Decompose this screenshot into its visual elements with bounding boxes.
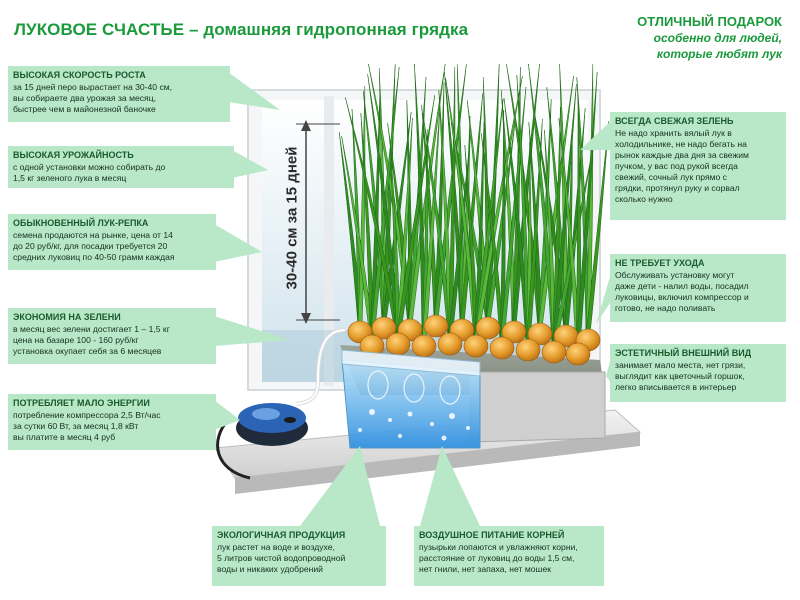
onion-leaf [499, 109, 506, 343]
feature-line: Обслуживать установку могут [615, 270, 735, 280]
onion-leaf [395, 94, 436, 339]
feature-growth-speed: ВЫСОКАЯ СКОРОСТЬ РОСТА за 15 дней перо в… [8, 66, 230, 122]
onion-leaves [338, 63, 610, 349]
onion-bulbs [347, 314, 601, 366]
feature-always-fresh: ВСЕГДА СВЕЖАЯ ЗЕЛЕНЬ Не надо хранить вял… [610, 112, 786, 220]
feature-line: воды и никаких удобрений [217, 564, 323, 574]
feature-line: вы собираете два урожая за месяц, [13, 93, 157, 103]
onion-leaf [389, 140, 401, 339]
feature-line: в месяц вес зелени достигает 1 – 1,5 кг [13, 324, 170, 334]
onion-bulb [541, 340, 567, 364]
callout-pointers [214, 72, 612, 526]
feature-aesthetic: ЭСТЕТИЧНЫЙ ВНЕШНИЙ ВИД занимает мало мес… [610, 344, 786, 402]
onion-bulb [411, 334, 437, 358]
feature-air-roots: ВОЗДУШНОЕ ПИТАНИЕ КОРНЕЙ пузырьки лопают… [414, 526, 604, 586]
onion-bulb [527, 322, 553, 346]
feature-line: лук растет на воде и воздухе, [217, 542, 335, 552]
feature-low-energy: ПОТРЕБЛЯЕТ МАЛО ЭНЕРГИИ потребление комп… [8, 394, 216, 450]
feature-line: потребление компрессора 2,5 Вт/час [13, 410, 161, 420]
feature-line: даже дети - налил воды, посадил [615, 281, 749, 291]
onion-bulb [423, 314, 449, 338]
air-compressor [216, 328, 346, 480]
onion-leaf [499, 86, 527, 343]
onion-leaf [525, 118, 543, 345]
feature-heading: НЕ ТРЕБУЕТ УХОДА [615, 258, 705, 268]
feature-heading: ПОТРЕБЛЯЕТ МАЛО ЭНЕРГИИ [13, 398, 150, 408]
feature-line: нет гнили, нет запаха, нет мошек [419, 564, 551, 574]
feature-line: холодильнике, не надо бегать на [615, 139, 747, 149]
feature-line: до 20 руб/кг, для посадки требуется 20 [13, 241, 168, 251]
onion-bulb [463, 334, 489, 358]
feature-line: луковицы, включил компрессор и [615, 292, 749, 302]
onion-bulb [489, 336, 515, 360]
feature-line: пучком, у вас под рукой всегда [615, 161, 738, 171]
feature-line: сколько нужно [615, 194, 673, 204]
onion-leaf [585, 63, 594, 335]
feature-eco-product: ЭКОЛОГИЧНАЯ ПРОДУКЦИЯ лук растет на воде… [212, 526, 386, 586]
feature-line: грядки, протянул руку и сорвал [615, 183, 740, 193]
feature-heading: ЭКОНОМИЯ НА ЗЕЛЕНИ [13, 312, 121, 322]
feature-high-yield: ВЫСОКАЯ УРОЖАЙНОСТЬ с одной установки мо… [8, 146, 234, 188]
feature-heading: ОБЫКНОВЕННЫЙ ЛУК-РЕПКА [13, 218, 149, 228]
feature-heading: ЭКОЛОГИЧНАЯ ПРОДУКЦИЯ [217, 530, 346, 540]
feature-heading: ЭСТЕТИЧНЫЙ ВНЕШНИЙ ВИД [615, 348, 752, 358]
onion-leaf [473, 75, 523, 341]
feature-line: быстрее чем в майонезной баночке [13, 104, 156, 114]
onion-leaf [447, 133, 472, 339]
water-container [341, 349, 481, 449]
feature-line: расстояние от луковиц до воды 1,5 см, [419, 553, 575, 563]
feature-heading: ВОЗДУШНОЕ ПИТАНИЕ КОРНЕЙ [419, 530, 565, 540]
gift-subtitle-1: особенно для людей, [653, 31, 782, 45]
feature-line: с одной установки можно собирать до [13, 162, 166, 172]
onion-leaf [585, 120, 610, 335]
onion-leaf [558, 117, 581, 349]
feature-line: вы платите в месяц 4 руб [13, 432, 116, 442]
feature-line: средних луковиц по 40-50 грамм каждая [13, 252, 175, 262]
feature-line: занимает мало места, нет грязи, [615, 360, 746, 370]
onion-bulb [475, 316, 501, 340]
onion-bulb [371, 316, 397, 340]
feature-line: пузырьки лопаются и увлажняют корни, [419, 542, 578, 552]
feature-savings: ЭКОНОМИЯ НА ЗЕЛЕНИ в месяц вес зелени до… [8, 308, 216, 364]
feature-heading: ВЫСОКАЯ СКОРОСТЬ РОСТА [13, 70, 146, 80]
onion-bulb [501, 320, 527, 344]
onion-leaf [344, 96, 401, 339]
feature-line: за 15 дней перо вырастает на 30-40 см, [13, 82, 173, 92]
feature-line: цена на базаре 100 - 160 руб/кг [13, 335, 139, 345]
onion-bulb [385, 332, 411, 356]
feature-line: 1,5 кг зеленого лука в месяц [13, 173, 127, 183]
feature-ordinary-onion: ОБЫКНОВЕННЫЙ ЛУК-РЕПКА семена продаются … [8, 214, 216, 270]
onion-bulb [515, 338, 541, 362]
gift-subtitle-2: которые любят лук [656, 47, 782, 61]
gift-note: ОТЛИЧНЫЙ ПОДАРОК особенно для людей, кот… [592, 14, 782, 61]
onion-bulb [565, 342, 591, 366]
feature-line: за сутки 60 Вт, за месяц 1,8 кВт [13, 421, 139, 431]
feature-no-care: НЕ ТРЕБУЕТ УХОДА Обслуживать установку м… [610, 254, 786, 322]
feature-line: готово, не надо поливать [615, 303, 716, 313]
feature-line: выглядит как цветочный горшок, [615, 371, 745, 381]
feature-line: рынок каждые два дня за свежим [615, 150, 749, 160]
height-arrow [296, 120, 340, 324]
onion-leaf [480, 132, 505, 343]
feature-line: установка окупает себя за 6 месяцев [13, 346, 162, 356]
height-label-text: 30-40 см за 15 дней [283, 146, 301, 290]
feature-line: семена продаются на рынке, цена от 14 [13, 230, 173, 240]
onion-leaf [341, 135, 375, 341]
height-label: 30-40 см за 15 дней [280, 118, 304, 318]
feature-heading: ВСЕГДА СВЕЖАЯ ЗЕЛЕНЬ [615, 116, 734, 126]
feature-line: Не надо хранить вялый лук в [615, 128, 732, 138]
feature-line: 5 литров чистой водопроводной [217, 553, 346, 563]
onion-leaf [447, 66, 456, 339]
onion-leaf [367, 73, 401, 339]
onion-bulb [437, 332, 463, 356]
gift-title: ОТЛИЧНЫЙ ПОДАРОК [637, 14, 782, 29]
feature-heading: ВЫСОКАЯ УРОЖАЙНОСТЬ [13, 150, 134, 160]
onion-leaf [551, 83, 577, 347]
feature-line: свежий, сочный лук прямо с [615, 172, 727, 182]
page-title: ЛУКОВОЕ СЧАСТЬЕ – домашняя гидропонная г… [14, 20, 469, 39]
feature-line: легко вписывается в интерьер [615, 382, 737, 392]
